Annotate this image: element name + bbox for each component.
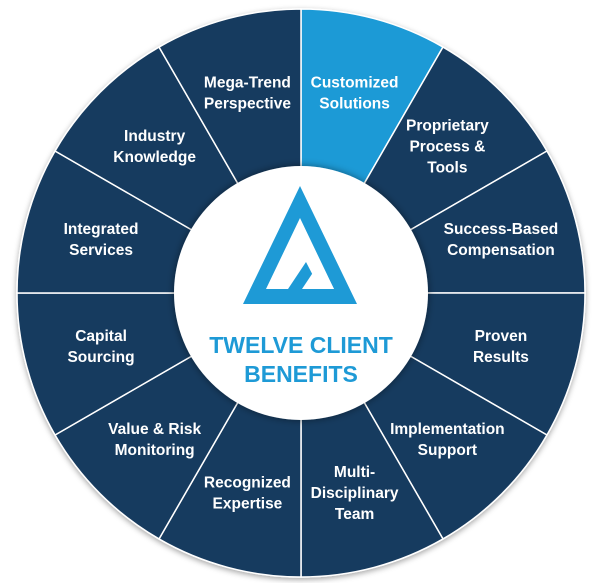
segment-label-line: Recognized [204,474,291,491]
segment-label-line: Tools [427,160,467,177]
triangle-a-logo-icon [243,186,357,304]
segment-label-line: Solutions [319,96,390,113]
segment-label-line: Team [335,506,374,523]
segment-label-line: Process & [409,139,485,156]
segment-label-line: Capital [75,328,127,345]
segment-label-line: Industry [124,128,186,145]
segment-label-line: Multi- [334,464,375,481]
segment-label-line: Results [473,349,529,366]
segment-label-line: Mega-Trend [204,75,291,92]
segment-label-line: Success-Based [444,221,559,238]
segment-label-line: Expertise [213,495,283,512]
segment-label-line: Support [418,442,477,459]
segment-label-line: Compensation [447,242,555,259]
center-title-line2: BENEFITS [244,361,358,387]
center-title-line1: TWELVE CLIENT [209,332,393,358]
segment-label-line: Value & Risk [108,421,201,438]
wheel-segments [16,8,586,578]
segment-label-line: Implementation [390,421,505,438]
segment-label-line: Services [69,242,133,259]
segment-label-line: Perspective [204,96,291,113]
segment-label-line: Proprietary [406,118,489,135]
segment-label-line: Knowledge [113,149,196,166]
segment-label-line: Proven [475,328,528,345]
segment-label-line: Integrated [64,221,139,238]
segment-label-line: Customized [311,75,399,92]
segment-label-line: Sourcing [67,349,134,366]
segment-label-line: Monitoring [115,442,195,459]
segment-label-line: Disciplinary [311,485,399,502]
